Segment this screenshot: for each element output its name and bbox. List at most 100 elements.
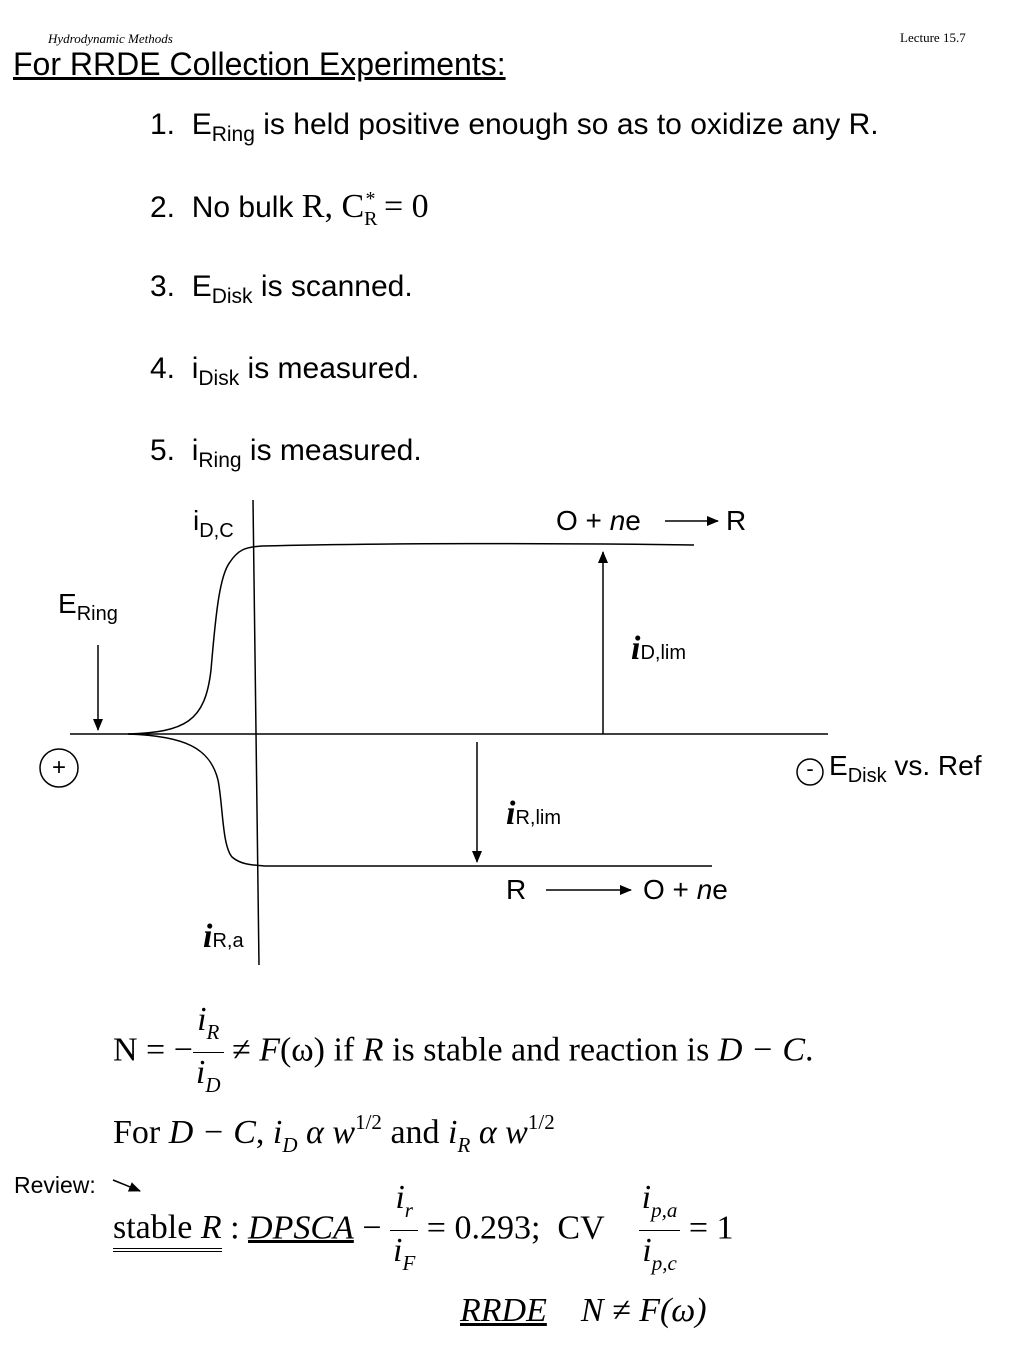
i-r-lim-label: iR,lim (506, 795, 561, 833)
list-item-subscript: Disk (198, 367, 240, 390)
frac-num: i (197, 1001, 207, 1038)
eq-symbol: i (448, 1114, 458, 1151)
eq-text: if (325, 1031, 363, 1069)
eq-text: − (353, 1209, 391, 1247)
frac-den-sub: D (205, 1073, 221, 1097)
rotation-dependence-equation: For D − C, iD α w1/2 and iR α w1/2 (113, 1110, 555, 1158)
list-item-number: 1. (150, 108, 176, 141)
stable-r-underlined: stable R (113, 1209, 222, 1253)
list-item-number: 5. (150, 434, 176, 467)
eq-symbol: α (297, 1114, 333, 1151)
eq-text: N ≠ F(ω) (580, 1292, 707, 1329)
eq-symbol: w (505, 1114, 528, 1151)
list-item-number: 2. (150, 191, 176, 224)
eq-text: ≠ (223, 1031, 260, 1069)
positive-potential-circle-icon (39, 748, 79, 788)
list-item-text: is scanned. (252, 270, 413, 303)
y-axis-line (252, 499, 260, 966)
label-symbol: i (631, 630, 641, 667)
label-symbol: E (829, 750, 848, 781)
label-symbol: E (58, 588, 77, 619)
frac-den: i (642, 1232, 652, 1269)
math-superscript: * (365, 188, 376, 210)
math-subscript: R (364, 208, 378, 230)
eq-symbol: D − C (717, 1031, 806, 1069)
eq-text: For (113, 1114, 169, 1151)
review-arrow (112, 1179, 141, 1192)
label-symbol: i (506, 795, 516, 832)
label-subscript: Ring (76, 603, 118, 625)
electron-count: n (609, 505, 626, 536)
list-item-symbol: i (191, 352, 199, 385)
list-item-symbol: E (191, 270, 212, 303)
minus-sign: - (806, 756, 814, 781)
plus-sign: + (51, 754, 66, 781)
eq-symbol: i (272, 1114, 283, 1151)
eq-superscript: 1/2 (527, 1110, 555, 1134)
math-symbol: R, C (301, 188, 365, 225)
frac-num: i (641, 1179, 652, 1216)
eq-text: is stable and reaction is (383, 1031, 718, 1069)
y-axis-disk-current-label: iD,C (193, 505, 234, 543)
reduction-product-label: R (726, 505, 747, 536)
oxidation-reactant-label: R (506, 874, 527, 905)
cv-term: CV (557, 1209, 605, 1247)
page-title: For RRDE Collection Experiments: (13, 46, 506, 82)
list-item-subscript: Ring (211, 123, 255, 146)
reactant-text: O + (556, 505, 610, 536)
dpsca-term: DPSCA (248, 1209, 354, 1247)
eq-symbol: F (259, 1031, 280, 1069)
eq-symbol: R (200, 1209, 222, 1247)
label-text: vs. Ref (886, 750, 982, 781)
header-lecture-number: Lecture 15.7 (900, 30, 966, 45)
list-item-text: is measured. (239, 352, 420, 385)
eq-text: and (381, 1114, 449, 1151)
frac-num-sub: R (206, 1020, 220, 1044)
eq-text: stable (113, 1209, 201, 1247)
eq-text: , (255, 1114, 273, 1151)
review-label: Review: (14, 1172, 96, 1198)
label-subscript: D,C (199, 520, 234, 542)
list-item-1: 1. ERing is held positive enough so as t… (150, 108, 879, 147)
negative-potential-circle-icon (796, 758, 824, 786)
eq-value: = 1 (680, 1209, 734, 1247)
math-value: = 0 (375, 188, 429, 225)
electron-symbol: e (625, 505, 641, 536)
electron-symbol: e (712, 874, 728, 905)
eq-text: (ω) (279, 1031, 326, 1069)
frac-den: i (393, 1232, 403, 1269)
list-item-number: 3. (150, 270, 176, 303)
frac-den: i (195, 1054, 206, 1091)
list-item-text: is measured. (241, 434, 422, 467)
eq-symbol: R (362, 1031, 384, 1069)
ring-current-curve (127, 733, 712, 867)
list-item-subscript: Disk (211, 285, 253, 308)
label-subscript: D,lim (640, 642, 686, 664)
list-item-symbol: i (191, 434, 199, 467)
rrde-term: RRDE (460, 1292, 547, 1329)
eq-symbol: w (332, 1114, 356, 1151)
x-axis-label: EDisk vs. Ref (829, 750, 982, 788)
frac-num-sub: p,a (651, 1198, 678, 1222)
list-item-2: 2. No bulk R, CR* = 0 (150, 188, 429, 231)
label-symbol: i (203, 918, 213, 955)
frac-den-sub: p,c (651, 1251, 677, 1275)
rrde-conclusion-equation: RRDE N ≠ F(ω) (460, 1292, 707, 1330)
frac-num: i (395, 1179, 405, 1216)
header-course-title: Hydrodynamic Methods (48, 31, 173, 46)
product-text: O + (643, 874, 697, 905)
list-item-number: 4. (150, 352, 176, 385)
bulk-concentration-math: R, CR* = 0 (301, 188, 429, 230)
i-d-lim-label: iD,lim (631, 630, 686, 668)
label-subscript: Disk (847, 765, 887, 787)
list-item-subscript: Ring (198, 449, 242, 472)
list-item-symbol: E (191, 108, 212, 141)
frac-num-sub: r (404, 1198, 413, 1222)
label-subscript: R,lim (515, 807, 561, 829)
ering-label: ERing (58, 588, 118, 626)
y-axis-ring-current-label: iR,a (203, 918, 244, 956)
